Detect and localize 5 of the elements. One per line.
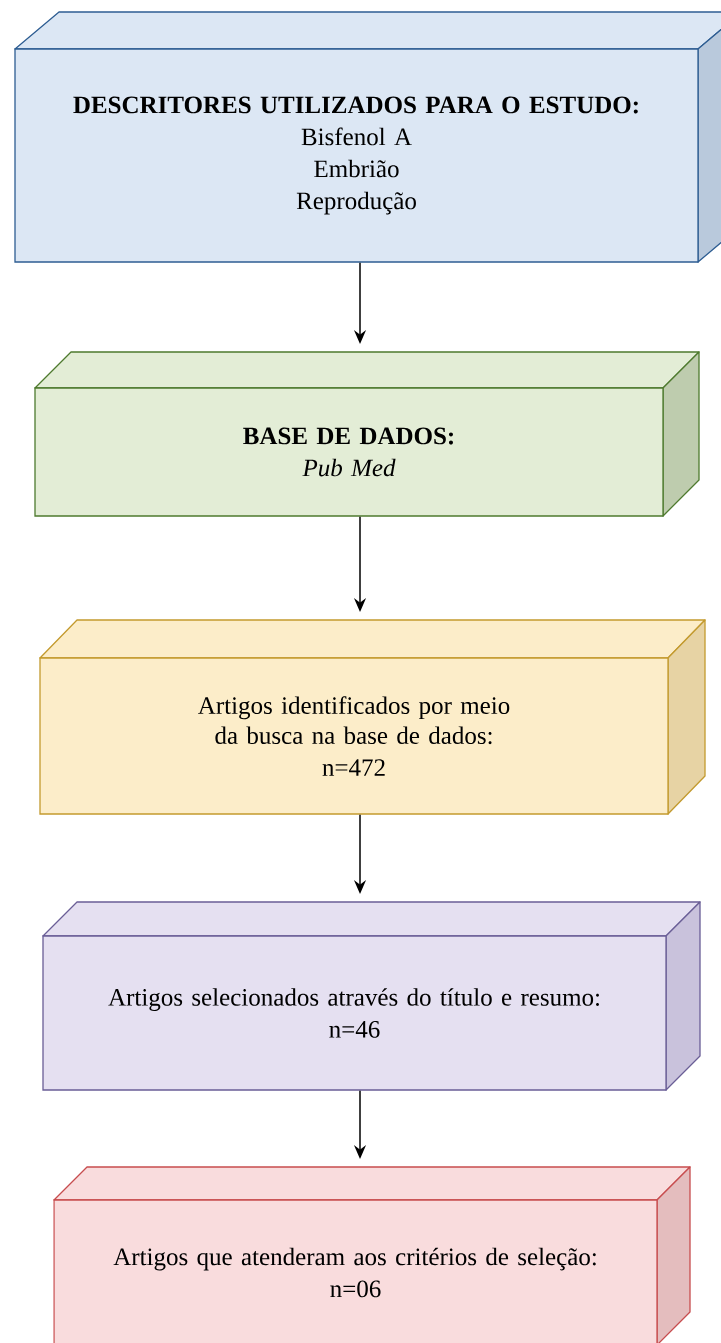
box-3d: Artigos que atenderam aos critérios de seleção: n=06: [53, 1166, 691, 1343]
box-3d: Artigos identificados por meio da busca na base de dados: n=472: [39, 619, 706, 815]
box-3d: Artigos selecionados através do título e resumo: n=46: [42, 901, 701, 1091]
box-3d: DESCRITORES UTILIZADOS PARA O ESTUDO: Bisfenol A Embrião Reprodução: [14, 11, 721, 263]
box-3d: BASE DE DADOS: Pub Med: [34, 351, 700, 517]
